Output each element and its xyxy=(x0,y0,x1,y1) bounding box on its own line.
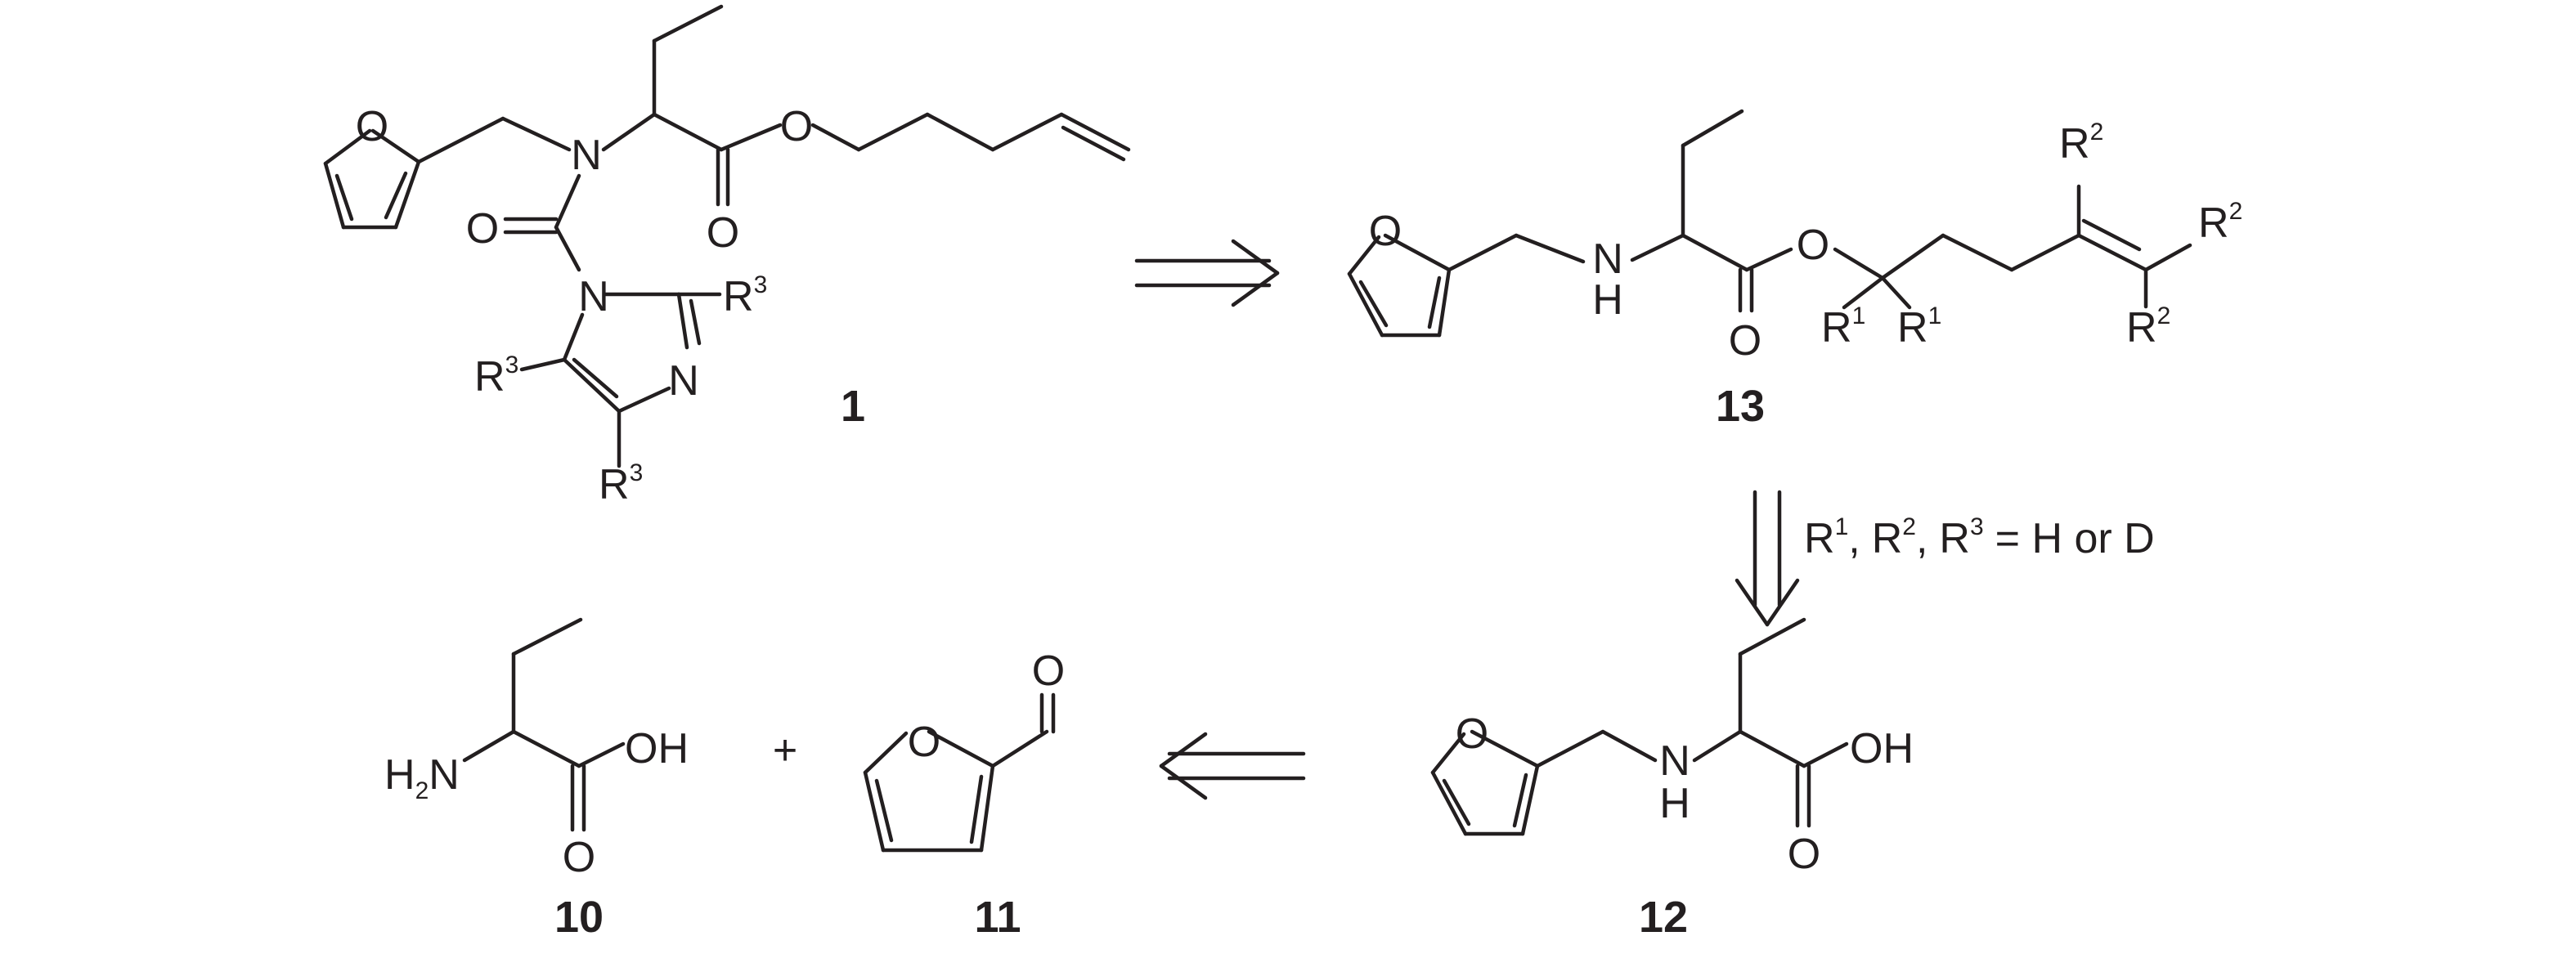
isotope-condition: R1,R2,R3= H or D xyxy=(1804,513,2155,562)
atom-oh: OH xyxy=(1850,725,1914,773)
r3-label: R3 xyxy=(723,271,767,320)
atom-o: O xyxy=(1788,831,1820,878)
atom-n: N xyxy=(1592,235,1623,283)
atom-h: H xyxy=(1592,276,1623,324)
r2-label: R2 xyxy=(2059,119,2103,168)
compound-12-number: 12 xyxy=(1639,893,1688,942)
atom-n: N xyxy=(578,273,609,320)
atom-h: H xyxy=(1659,780,1690,827)
atom-o: O xyxy=(1032,647,1065,695)
r1-label: R1 xyxy=(1897,302,1941,352)
atom-o: O xyxy=(908,719,940,766)
atom-n: N xyxy=(1659,737,1690,785)
atom-o: O xyxy=(563,834,595,881)
retro-arrow-left xyxy=(1159,732,1306,800)
compound-10-number: 10 xyxy=(554,893,604,942)
r3-label: R3 xyxy=(474,352,518,401)
compound-1-number: 1 xyxy=(841,382,865,431)
compound-13-number: 13 xyxy=(1716,382,1765,431)
compound-1-structure: O N O O O N N R3 R3 R3 1 xyxy=(323,4,1131,508)
atom-o: O xyxy=(707,209,739,257)
r2-label: R2 xyxy=(2126,302,2170,352)
retro-arrow-right xyxy=(1134,239,1280,307)
atom-n: N xyxy=(571,132,602,179)
atom-o: O xyxy=(780,103,813,150)
compound-13-structure: O N H O O R1 R1 R2 R2 R2 13 xyxy=(1347,109,2242,431)
r2-label: R2 xyxy=(2198,198,2242,247)
atom-o: O xyxy=(466,205,499,253)
atom-o: O xyxy=(1456,710,1488,758)
plus-sign: + xyxy=(773,727,797,774)
atom-o: O xyxy=(356,103,388,150)
atom-o: O xyxy=(1729,317,1761,365)
atom-o: O xyxy=(1797,222,1829,269)
compound-12-structure: O N H OH O 12 xyxy=(1430,617,1914,942)
atom-h2n: H2N xyxy=(384,751,460,804)
atom-oh: OH xyxy=(625,725,689,773)
compound-11-number: 11 xyxy=(974,893,1021,942)
r1-label: R1 xyxy=(1821,302,1865,352)
compound-11-structure: O O 11 xyxy=(863,647,1065,942)
compound-10-structure: H2N OH O 10 xyxy=(384,617,689,942)
atom-n: N xyxy=(668,357,699,405)
atom-o: O xyxy=(1369,208,1402,255)
retro-arrow-down xyxy=(1735,490,1800,627)
r3-label: R3 xyxy=(599,459,643,508)
